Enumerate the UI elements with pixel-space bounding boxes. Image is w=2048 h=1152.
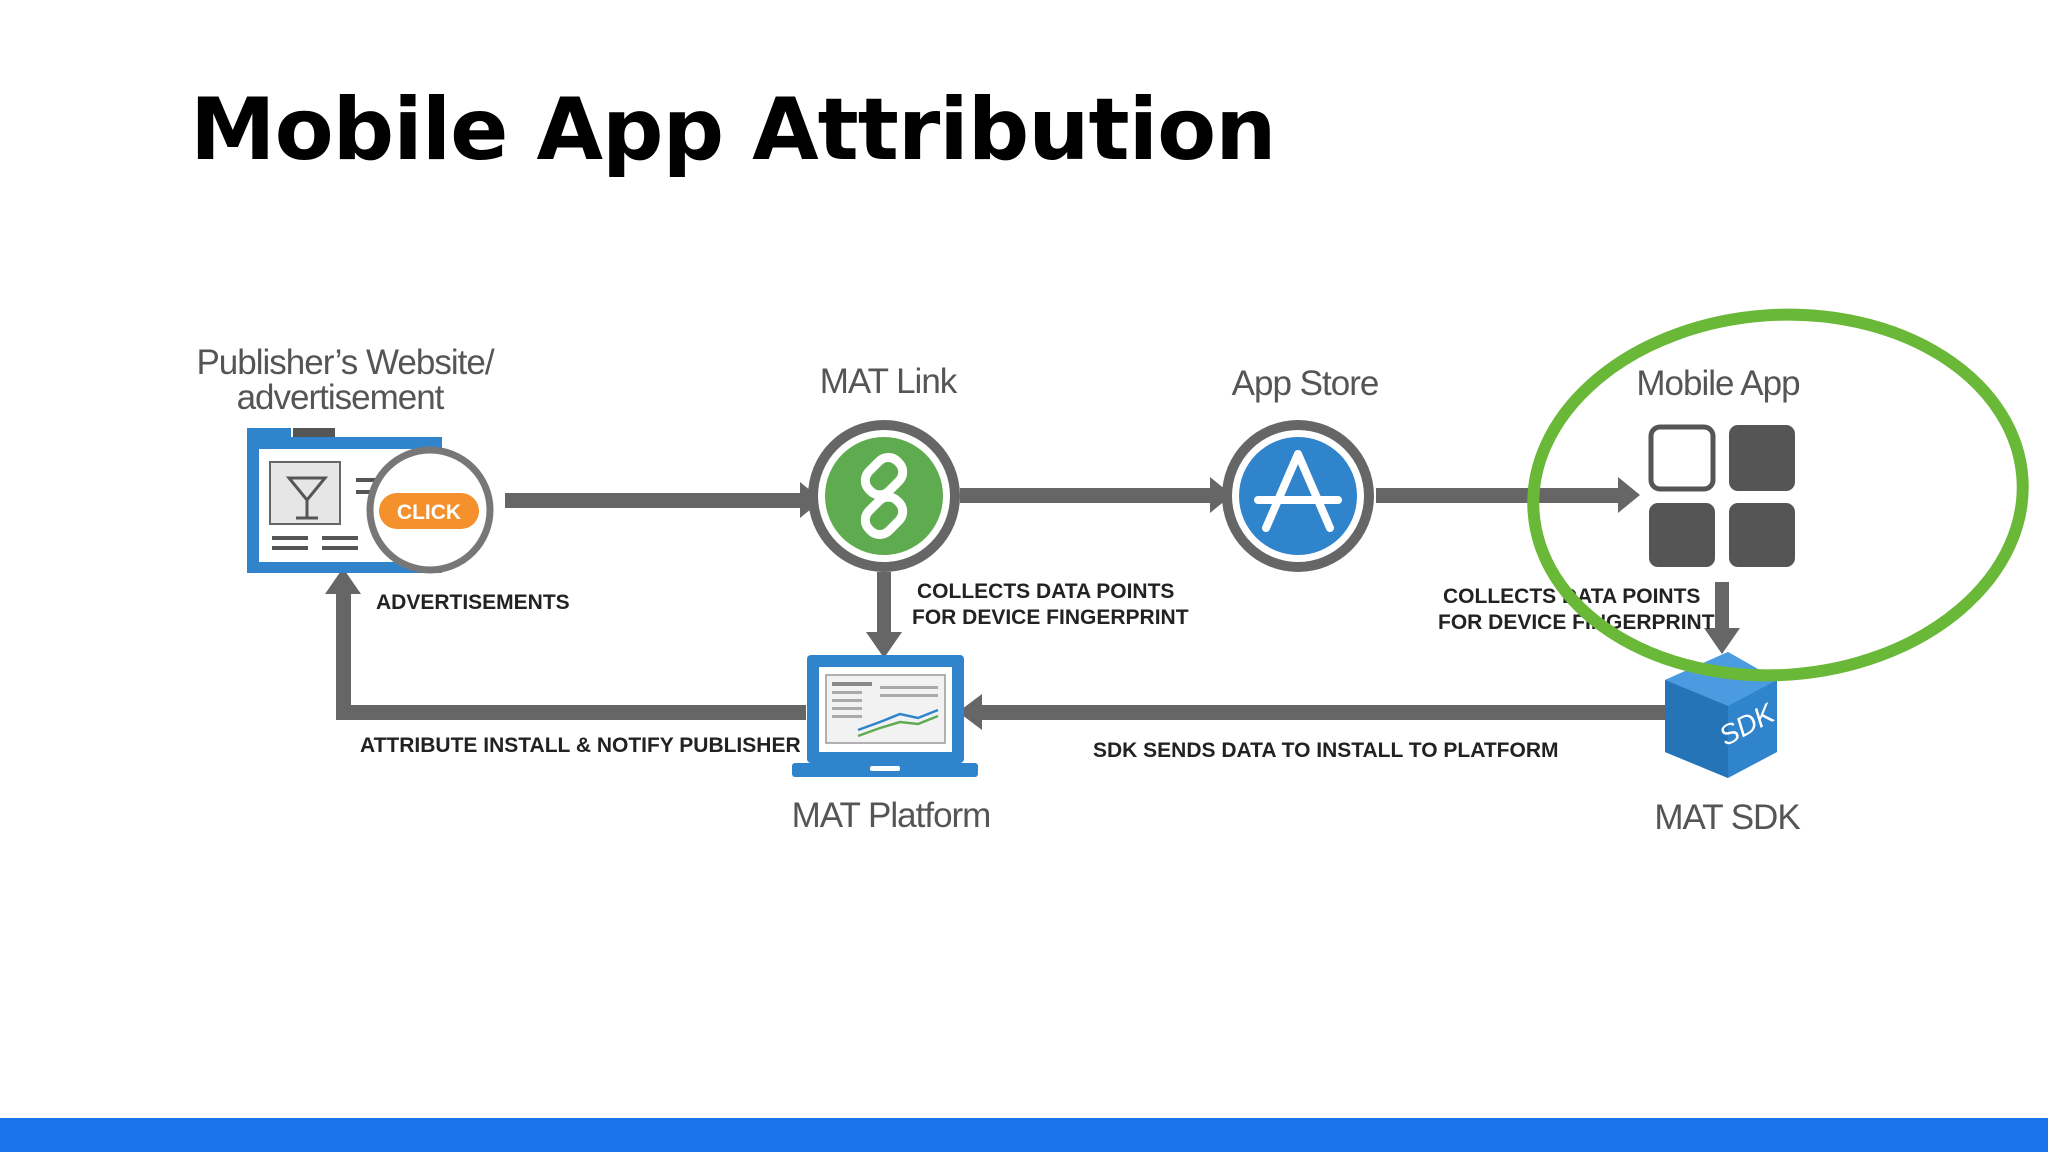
- publisher-label-line1: Publisher’s Website/: [196, 343, 494, 382]
- click-badge: CLICK: [397, 501, 461, 524]
- bottom-accent-bar: [0, 1118, 2048, 1152]
- collects-fingerprint-1-line2: FOR DEVICE FINGERPRINT: [912, 606, 1189, 629]
- advertisements-label: ADVERTISEMENTS: [376, 591, 570, 614]
- sdk-sends-data-label: SDK SENDS DATA TO INSTALL TO PLATFORM: [1093, 739, 1559, 762]
- arrow-mobileapp-to-sdk: [1704, 582, 1740, 654]
- app-grid-icon: [1648, 424, 1795, 567]
- arrow-sdk-to-platform: [958, 694, 1665, 730]
- arrow-publisher-to-matlink: [505, 482, 822, 518]
- mat-link-label: MAT Link: [820, 362, 958, 401]
- arrow-matlink-to-appstore: [960, 477, 1232, 513]
- publisher-label-line2: advertisement: [237, 378, 445, 417]
- sdk-cube-icon: [1665, 652, 1777, 778]
- chain-link-icon: [808, 420, 960, 572]
- mat-sdk-label: MAT SDK: [1654, 798, 1800, 837]
- mobile-app-highlight-ellipse: [1527, 308, 2029, 682]
- collects-fingerprint-2-line2: FOR DEVICE FINGERPRINT: [1438, 611, 1715, 634]
- arrow-matlink-to-platform: [866, 572, 902, 658]
- app-store-label: App Store: [1232, 364, 1379, 403]
- laptop-dashboard-icon: [792, 655, 978, 777]
- app-store-icon: [1222, 420, 1374, 572]
- attribute-install-label: ATTRIBUTE INSTALL & NOTIFY PUBLISHER: [360, 734, 801, 757]
- arrow-appstore-to-mobileapp: [1376, 477, 1640, 513]
- mobile-app-label: Mobile App: [1636, 364, 1799, 403]
- collects-fingerprint-1-line1: COLLECTS DATA POINTS: [917, 580, 1174, 603]
- click-magnifier-icon: [366, 446, 494, 574]
- mat-platform-label: MAT Platform: [792, 796, 991, 835]
- slide-title: Mobile App Attribution: [190, 80, 1276, 180]
- arrow-platform-to-publisher: [325, 568, 806, 720]
